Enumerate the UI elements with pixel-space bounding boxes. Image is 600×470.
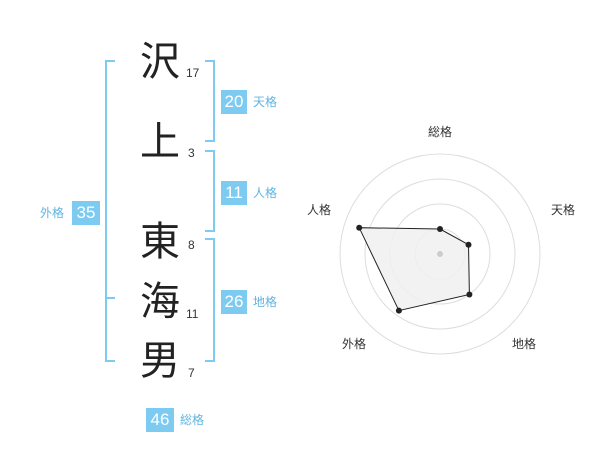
soukaku-value: 46: [146, 408, 174, 432]
radar-point-5: [356, 224, 363, 231]
radar-axis-label-soukaku: 総格: [428, 125, 453, 139]
name-char-4: 海: [140, 279, 180, 325]
radar-polygon: [358, 227, 470, 312]
jinkaku-bracket: [205, 150, 215, 232]
radar-axis-label-tenkaku: 天格: [551, 203, 576, 217]
chikaku-label: 地格: [253, 295, 278, 309]
gaikaku-value: 35: [72, 201, 100, 225]
radar-axis-label-jinkaku: 人格: [307, 203, 332, 217]
name-char-2: 上: [140, 119, 180, 165]
jinkaku-value: 11: [221, 181, 247, 205]
radar-center-dot: [437, 251, 443, 257]
tenkaku-bracket: [205, 60, 215, 142]
name-char-4-strokes: 11: [186, 307, 199, 321]
name-char-3: 東: [140, 219, 180, 265]
jinkaku-label: 人格: [253, 186, 278, 200]
name-char-2-strokes: 3: [188, 146, 195, 160]
soukaku-label: 総格: [180, 413, 205, 427]
chikaku-bracket: [205, 238, 215, 362]
tenkaku-value: 20: [221, 90, 247, 114]
radar-axis-label-gaikaku: 外格: [342, 337, 367, 351]
name-char-3-strokes: 8: [188, 238, 195, 252]
radar-point-2: [465, 241, 472, 248]
name-char-5: 男: [140, 338, 180, 384]
gaikaku-bracket-divider: [105, 297, 115, 299]
radar-point-1: [437, 226, 443, 232]
radar-ring: [339, 153, 541, 355]
tenkaku-label: 天格: [253, 95, 278, 109]
name-char-1: 沢: [140, 39, 180, 85]
radar-axis-label-chikaku: 地格: [512, 337, 537, 351]
radar-ring: [364, 178, 516, 330]
name-char-5-strokes: 7: [188, 366, 195, 380]
name-char-1-strokes: 17: [186, 66, 200, 80]
gaikaku-bracket: [105, 60, 115, 362]
radar-point-3: [466, 291, 473, 298]
chikaku-value: 26: [221, 290, 247, 314]
gaikaku-label: 外格: [40, 206, 65, 220]
radar-point-4: [395, 307, 402, 314]
